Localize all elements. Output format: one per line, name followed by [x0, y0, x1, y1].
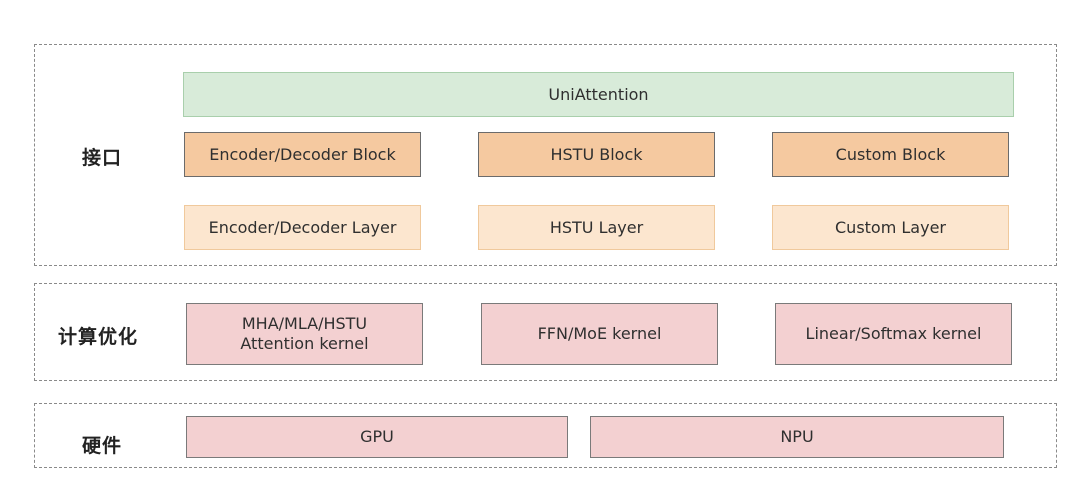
- compute-layer-label: 计算优化: [58, 326, 139, 348]
- hstu-layer-label: HSTU Layer: [549, 217, 644, 237]
- attention-kernel-line2: Attention kernel: [240, 334, 369, 353]
- custom-layer-label: Custom Layer: [835, 217, 946, 237]
- hardware-layer-label: 硬件: [82, 435, 123, 457]
- encoder-decoder-layer-label: Encoder/Decoder Layer: [208, 217, 397, 237]
- hardware-layer-frame: [34, 403, 1057, 468]
- linear-softmax-kernel-box: Linear/Softmax kernel: [775, 303, 1012, 365]
- ffn-moe-kernel-label: FFN/MoE kernel: [537, 324, 662, 343]
- uniattention-label: UniAttention: [548, 84, 649, 104]
- uniattention-box: UniAttention: [183, 72, 1014, 117]
- hstu-layer-box: HSTU Layer: [478, 205, 715, 250]
- hstu-block-box: HSTU Block: [478, 132, 715, 177]
- linear-softmax-kernel-label: Linear/Softmax kernel: [805, 324, 982, 343]
- encoder-decoder-layer-box: Encoder/Decoder Layer: [184, 205, 421, 250]
- gpu-label: GPU: [360, 427, 394, 446]
- custom-block-box: Custom Block: [772, 132, 1009, 177]
- attention-kernel-line1: MHA/MLA/HSTU: [241, 314, 368, 333]
- encoder-decoder-block-box: Encoder/Decoder Block: [184, 132, 421, 177]
- custom-layer-box: Custom Layer: [772, 205, 1009, 250]
- attention-kernel-box: MHA/MLA/HSTU Attention kernel: [186, 303, 423, 365]
- encoder-decoder-block-label: Encoder/Decoder Block: [209, 144, 396, 164]
- gpu-box: GPU: [186, 416, 568, 458]
- hstu-block-label: HSTU Block: [550, 144, 643, 164]
- npu-label: NPU: [780, 427, 814, 446]
- custom-block-label: Custom Block: [835, 144, 946, 164]
- compute-layer-frame: [34, 283, 1057, 381]
- npu-box: NPU: [590, 416, 1004, 458]
- interface-layer-label: 接口: [82, 147, 123, 169]
- ffn-moe-kernel-box: FFN/MoE kernel: [481, 303, 718, 365]
- interface-layer-frame: [34, 44, 1057, 266]
